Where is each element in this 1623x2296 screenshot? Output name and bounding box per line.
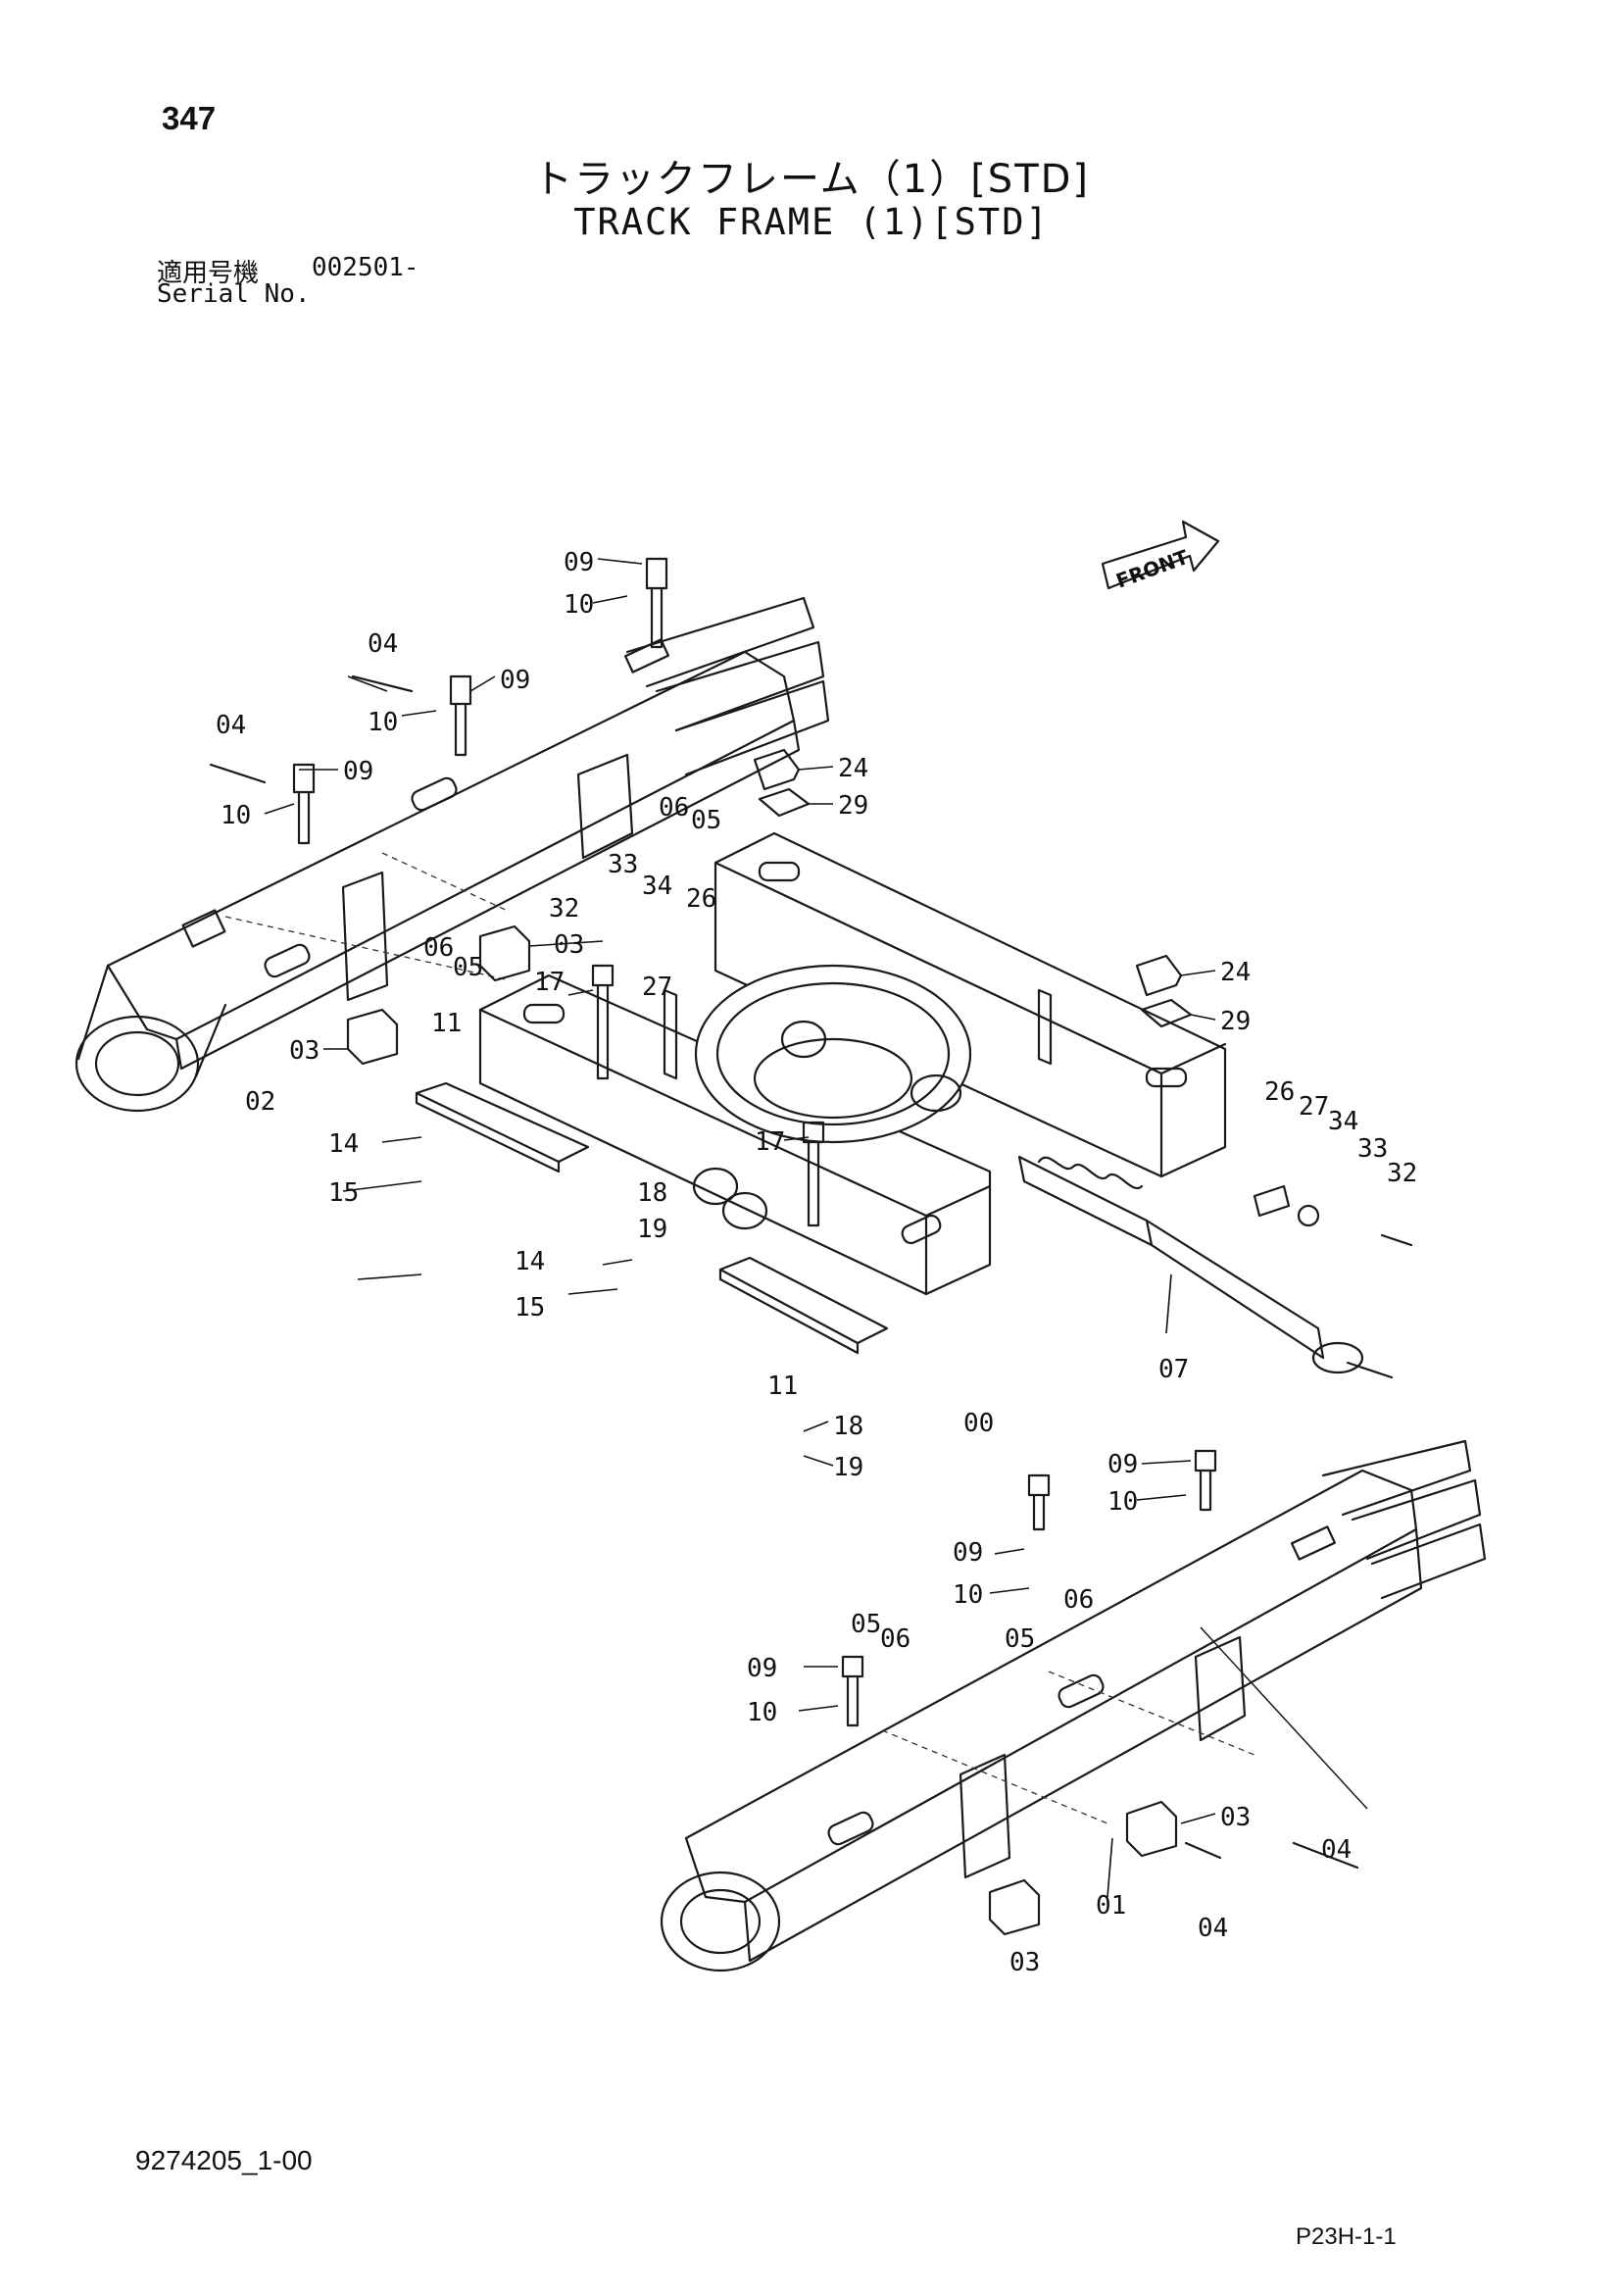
callout-09: 09 <box>1107 1450 1138 1479</box>
callout-04: 04 <box>1321 1835 1352 1865</box>
side-frame-01 <box>660 1439 1487 1972</box>
front-direction-arrow: FRONT <box>1101 520 1220 593</box>
callout-34: 34 <box>642 872 672 901</box>
callout-10: 10 <box>747 1698 777 1727</box>
callout-05: 05 <box>691 806 721 835</box>
page-code: P23H-1-1 <box>1296 2223 1397 2250</box>
serial-label-english: Serial No. <box>157 279 311 309</box>
callout-09: 09 <box>564 548 594 577</box>
callout-14: 14 <box>328 1129 359 1159</box>
leader-lines <box>264 558 1216 1898</box>
callout-01: 01 <box>1096 1891 1126 1921</box>
callout-03: 03 <box>289 1036 320 1066</box>
small-parts <box>209 557 1413 1936</box>
callout-04: 04 <box>216 711 246 740</box>
callout-15: 15 <box>328 1178 359 1208</box>
callout-03: 03 <box>1220 1803 1251 1832</box>
title-english: TRACK FRAME (1)[STD] <box>573 201 1050 243</box>
callout-19: 19 <box>637 1215 667 1244</box>
side-frame-02 <box>74 596 830 1113</box>
callout-05: 05 <box>851 1610 881 1639</box>
callout-27: 27 <box>642 973 672 1002</box>
callout-33: 33 <box>1357 1134 1388 1164</box>
document-code: 9274205_1-00 <box>135 2145 313 2175</box>
callout-10: 10 <box>221 801 251 830</box>
callout-18: 18 <box>833 1412 863 1441</box>
callout-11: 11 <box>431 1009 462 1038</box>
callout-33: 33 <box>608 850 638 879</box>
callout-04: 04 <box>1198 1914 1228 1943</box>
callout-29: 29 <box>1220 1007 1251 1036</box>
callout-27: 27 <box>1299 1092 1329 1122</box>
callout-09: 09 <box>500 666 530 695</box>
callout-05: 05 <box>453 953 483 982</box>
center-frame-00 <box>478 831 1227 1296</box>
callout-05: 05 <box>1005 1624 1035 1654</box>
callout-09: 09 <box>953 1538 983 1568</box>
callout-14: 14 <box>515 1247 545 1276</box>
callout-11: 11 <box>767 1372 798 1401</box>
serial-number-value: 002501- <box>312 253 419 282</box>
track-adjuster-07 <box>1017 1155 1394 1379</box>
callout-29: 29 <box>838 791 868 821</box>
callout-26: 26 <box>1264 1077 1295 1107</box>
callout-17: 17 <box>534 968 565 997</box>
callout-04: 04 <box>368 629 398 659</box>
callout-06: 06 <box>659 793 689 823</box>
callout-03: 03 <box>1009 1948 1040 1977</box>
callout-24: 24 <box>1220 958 1251 987</box>
callout-labels: 09 10 04 09 10 04 09 10 24 29 06 05 33 3… <box>216 548 1417 1977</box>
guard-plates-11 <box>415 1081 889 1355</box>
callout-15: 15 <box>515 1293 545 1323</box>
callout-09: 09 <box>343 757 373 786</box>
callout-24: 24 <box>838 754 868 783</box>
callout-06: 06 <box>1063 1585 1094 1615</box>
callout-10: 10 <box>1107 1487 1138 1517</box>
serial-label-japanese: 適用号機 <box>157 259 260 288</box>
callout-10: 10 <box>564 590 594 620</box>
callout-26: 26 <box>686 884 716 914</box>
page-number: 347 <box>162 100 217 136</box>
callout-00: 00 <box>963 1409 994 1438</box>
callout-19: 19 <box>833 1453 863 1482</box>
callout-10: 10 <box>953 1580 983 1610</box>
callout-07: 07 <box>1158 1355 1189 1384</box>
callout-32: 32 <box>549 894 579 923</box>
callout-06: 06 <box>423 933 454 963</box>
callout-32: 32 <box>1387 1159 1417 1188</box>
callout-06: 06 <box>880 1624 910 1654</box>
callout-34: 34 <box>1328 1107 1358 1136</box>
front-label: FRONT <box>1113 545 1192 593</box>
title-japanese: トラックフレーム（1）[STD] <box>532 157 1091 202</box>
callout-17: 17 <box>755 1127 785 1157</box>
callout-02: 02 <box>245 1087 275 1117</box>
callout-09: 09 <box>747 1654 777 1683</box>
callout-03: 03 <box>554 930 584 960</box>
callout-18: 18 <box>637 1178 667 1208</box>
callout-10: 10 <box>368 708 398 737</box>
